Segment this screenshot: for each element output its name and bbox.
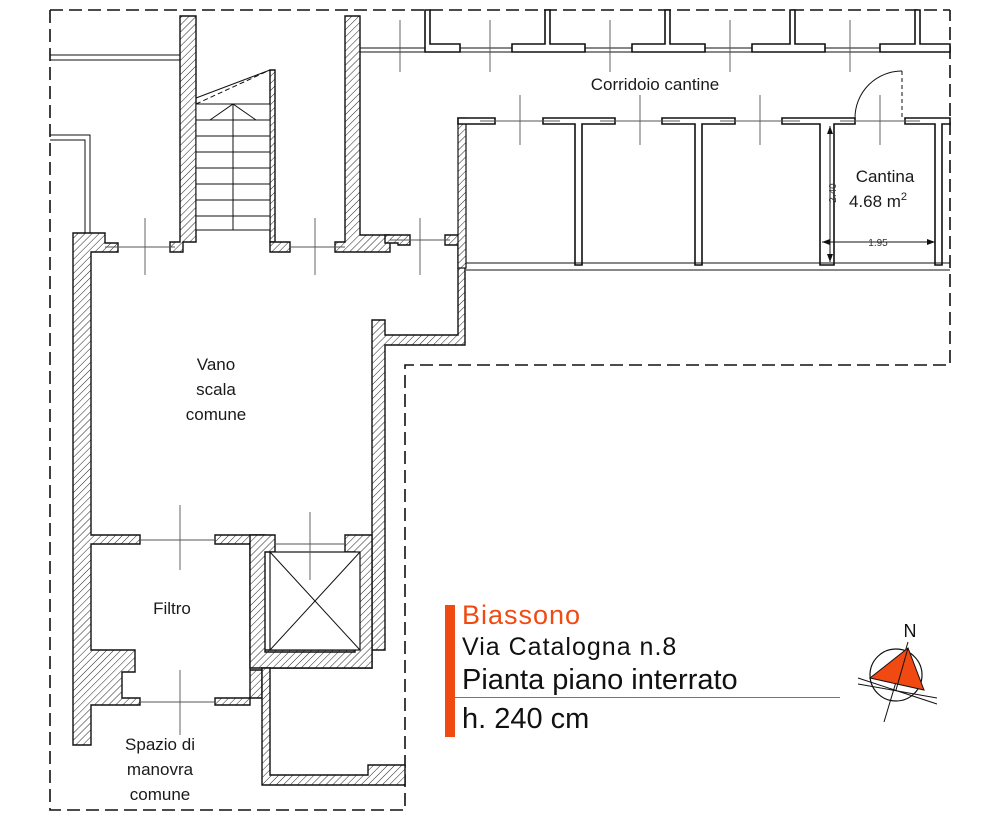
address: Via Catalogna n.8: [462, 633, 678, 661]
title-block: Biassono Via Catalogna n.8 Pianta piano …: [445, 600, 845, 740]
ceiling-height: h. 240 cm: [462, 703, 590, 735]
property-boundary: [49, 9, 951, 811]
corridor-top-wall: [360, 9, 951, 72]
title-underline: [445, 697, 840, 698]
north-label: N: [904, 621, 917, 641]
north-arrow: N: [857, 621, 938, 723]
town-name: Biassono: [462, 600, 582, 630]
filter-label: Filtro: [153, 599, 191, 618]
maneuver-label-1: Spazio di: [125, 735, 195, 754]
bottom-wall: [261, 667, 406, 786]
stair-label-1: Vano: [197, 355, 235, 374]
cellar-width-dimension: 1.95: [868, 238, 888, 249]
lift-shaft: [249, 512, 373, 669]
stair-label-3: comune: [186, 405, 246, 424]
maneuver-label-2: manovra: [127, 760, 194, 779]
exterior-wall-left: [50, 54, 180, 233]
cellar-label: Cantina: [856, 167, 915, 186]
cellar-height-dimension: 2.40: [828, 183, 839, 203]
cellar-block: [457, 70, 951, 271]
stair-walls: [169, 15, 391, 253]
cellar-area: 4.68 m2: [849, 191, 907, 211]
drawing-title: Pianta piano interrato: [462, 664, 738, 696]
corridor-label: Corridoio cantine: [591, 75, 720, 94]
filter-openings: [140, 505, 215, 735]
hall-walls: [72, 218, 175, 746]
title-accent-bar: [445, 605, 455, 737]
staircase: [195, 69, 271, 231]
maneuver-label-3: comune: [130, 785, 190, 804]
stair-label-2: scala: [196, 380, 236, 399]
